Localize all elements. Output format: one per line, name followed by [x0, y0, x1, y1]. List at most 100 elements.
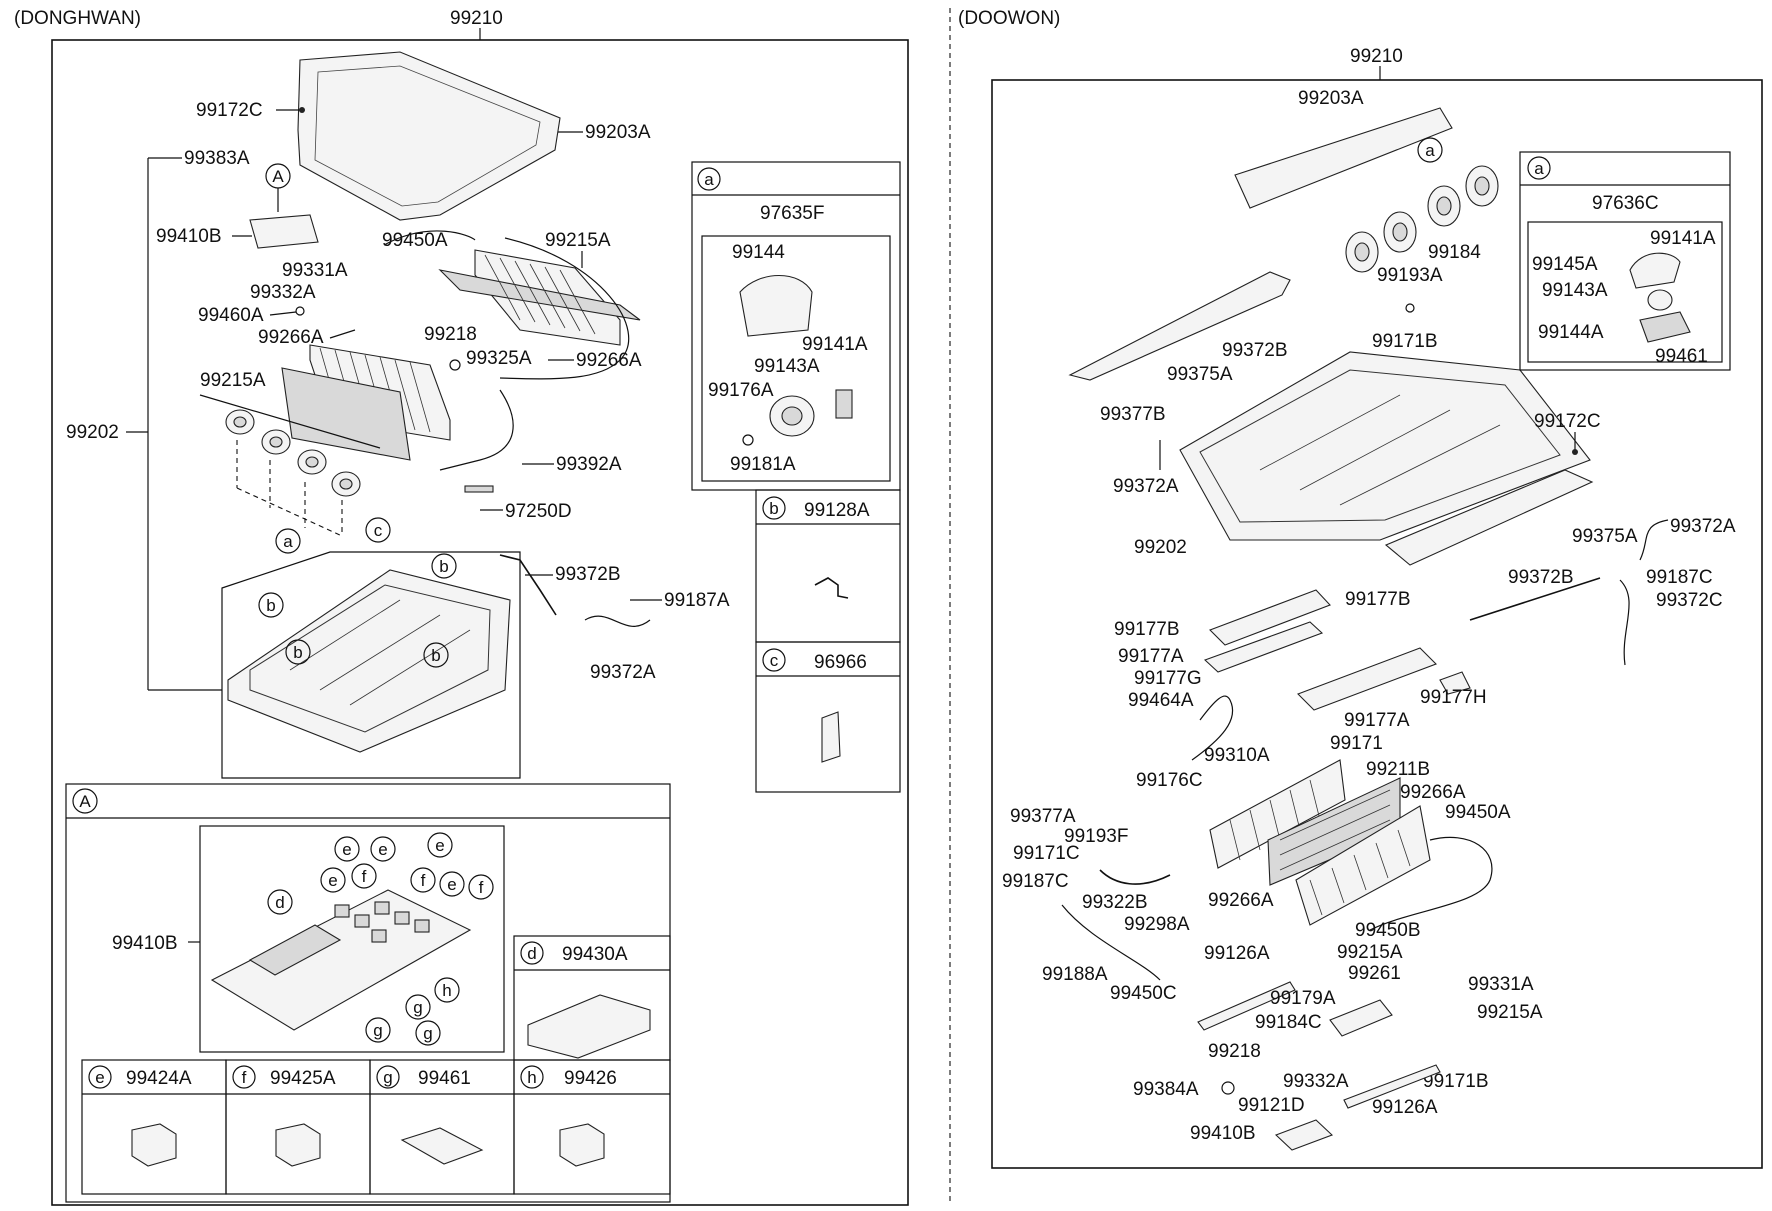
detail-box-A-letter: A — [79, 792, 91, 811]
resistor-part — [400, 1127, 484, 1165]
detail-box-g-letter: g — [383, 1068, 392, 1087]
detail-box-h-badge — [520, 1065, 544, 1089]
detail-box-A-badge — [72, 788, 98, 814]
label-99266A-right: 99266A — [576, 350, 642, 371]
left-assembly-number: 99210 — [450, 8, 503, 29]
callout-e-letter: e — [328, 871, 337, 890]
label-r99203A: 99203A — [1298, 88, 1364, 109]
label-r99143A: 99143A — [1542, 280, 1608, 301]
housing-view-frame — [221, 551, 521, 779]
label-r99375A: 99375A — [1167, 364, 1233, 385]
callout-e — [439, 871, 465, 897]
actuator-part — [1329, 999, 1393, 1037]
label-r99331A: 99331A — [1468, 974, 1534, 995]
grommet-icon — [1221, 1081, 1235, 1095]
label-r99176C: 99176C — [1136, 770, 1203, 791]
scroll-case-part — [1639, 311, 1691, 343]
detail-box-A-inner-frame — [199, 825, 505, 1053]
hose-part — [584, 615, 651, 627]
left-main-frame — [51, 39, 909, 1206]
callout-e — [427, 832, 453, 858]
label-99450A: 99450A — [382, 230, 448, 251]
label-r99372A: 99372A — [1113, 476, 1179, 497]
callout-e-letter: e — [447, 875, 456, 894]
tube-part — [439, 389, 514, 471]
label-r99193A: 99193A — [1377, 265, 1443, 286]
label-99203A: 99203A — [585, 122, 651, 143]
label-r99188A: 99188A — [1042, 964, 1108, 985]
callout-f-letter: f — [479, 878, 484, 897]
label-r99372C: 99372C — [1656, 590, 1723, 611]
callout-d — [267, 889, 293, 915]
label-99372B: 99372B — [555, 564, 621, 585]
tube-part — [499, 237, 630, 380]
callout-b — [423, 642, 449, 668]
label-r99177B-2: 99177B — [1345, 589, 1411, 610]
callout-f-letter: f — [421, 871, 426, 890]
label-99424A: 99424A — [126, 1068, 192, 1089]
label-r99177A: 99177A — [1118, 646, 1184, 667]
blower-housing-part — [1629, 252, 1681, 289]
callout-g — [365, 1017, 391, 1043]
screw-icon — [1572, 449, 1578, 455]
clip-icon — [295, 306, 305, 316]
label-r99450B: 99450B — [1355, 920, 1421, 941]
callout-b — [431, 553, 457, 579]
label-r99332A: 99332A — [1283, 1071, 1349, 1092]
callout-e-letter: e — [435, 836, 444, 855]
label-99430A: 99430A — [562, 944, 628, 965]
label-99143A-a: 99143A — [754, 356, 820, 377]
bracket-part — [464, 485, 494, 493]
label-99325A: 99325A — [466, 348, 532, 369]
label-r99177A-2: 99177A — [1344, 710, 1410, 731]
fan-wheel-part — [1647, 289, 1673, 311]
label-r99215A: 99215A — [1337, 942, 1403, 963]
label-r99218: 99218 — [1208, 1041, 1261, 1062]
callout-e — [320, 867, 346, 893]
label-r99193F: 99193F — [1064, 826, 1128, 847]
bracket-part — [1343, 1064, 1441, 1109]
callout-f-letter: f — [362, 867, 367, 886]
detail-box-b-badge — [762, 496, 786, 520]
blower-fan-row — [1345, 165, 1499, 273]
label-r99310A: 99310A — [1204, 745, 1270, 766]
screw-icon — [1405, 303, 1415, 313]
label-r99410B: 99410B — [1190, 1123, 1256, 1144]
label-r99171B: 99171B — [1372, 331, 1438, 352]
detail-box-d-badge — [520, 941, 544, 965]
label-r99298A: 99298A — [1124, 914, 1190, 935]
label-r99171C: 99171C — [1013, 843, 1080, 864]
filter-strip-part — [1203, 621, 1324, 673]
label-99172C: 99172C — [196, 100, 263, 121]
callout-d-letter: d — [275, 893, 284, 912]
blower-housing-part — [739, 274, 813, 337]
callout-e — [370, 836, 396, 862]
label-r99450C: 99450C — [1110, 983, 1177, 1004]
tube-part — [383, 230, 476, 246]
right-detail-box-a-inner-frame — [1527, 221, 1723, 363]
heater-core-part — [1209, 759, 1431, 926]
callout-b — [258, 592, 284, 618]
label-r99177G: 99177G — [1134, 668, 1202, 689]
relay-part — [275, 1123, 321, 1167]
label-r99126A-2: 99126A — [1372, 1097, 1438, 1118]
label-r99266A: 99266A — [1400, 782, 1466, 803]
label-r99450A: 99450A — [1445, 802, 1511, 823]
label-99461: 99461 — [418, 1068, 471, 1089]
wire-harness-part — [1369, 836, 1493, 931]
label-r99372B: 99372B — [1222, 340, 1288, 361]
right-detail-box-a-badge — [1527, 156, 1551, 180]
detail-box-c-letter: c — [770, 651, 779, 670]
callout-a-letter: a — [283, 532, 293, 551]
label-99392A: 99392A — [556, 454, 622, 475]
label-r99179A: 99179A — [1270, 988, 1336, 1009]
label-r99177H: 99177H — [1420, 687, 1487, 708]
cover-panel-part — [1234, 107, 1453, 209]
housing-base-part — [227, 569, 511, 753]
callout-c — [365, 517, 391, 543]
callout-f — [351, 863, 377, 889]
callout-f — [410, 867, 436, 893]
label-r99384A: 99384A — [1133, 1079, 1199, 1100]
label-99218: 99218 — [424, 324, 477, 345]
